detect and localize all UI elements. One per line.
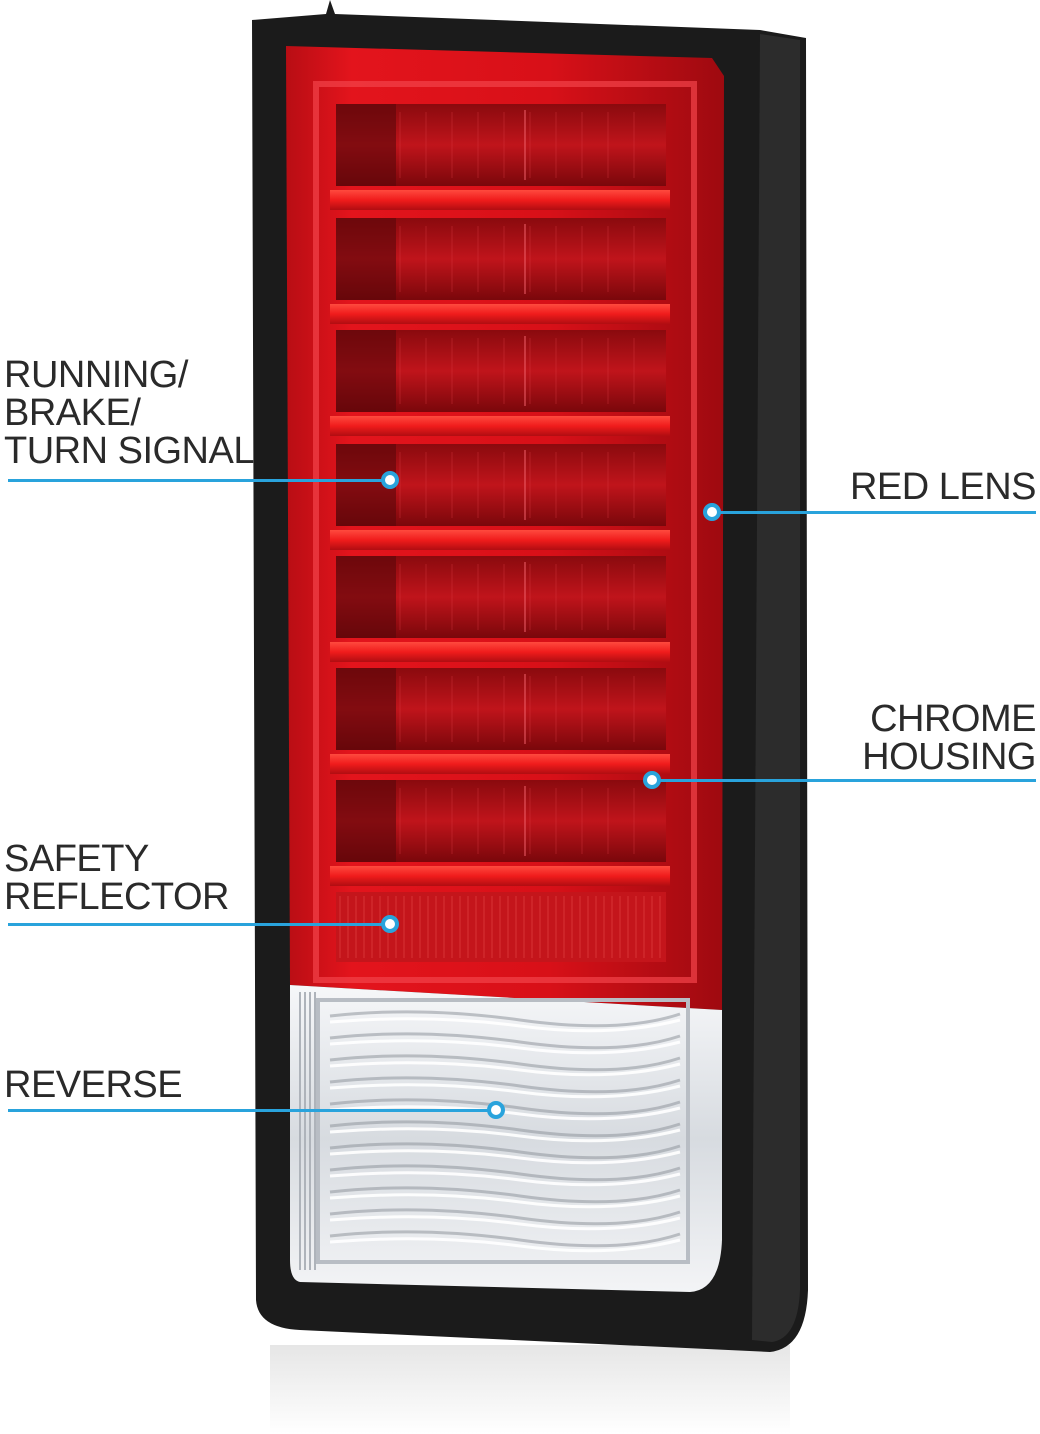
floor-reflection [270, 1345, 790, 1434]
reverse-ridge [329, 1076, 681, 1094]
reverse-highlight [329, 1083, 681, 1099]
callout-leader-chrome-housing [652, 779, 1036, 782]
reverse-highlight [329, 1127, 681, 1143]
reverse-highlight [329, 1237, 681, 1253]
light-bar [330, 642, 670, 662]
callout-marker-safety-reflector [381, 915, 399, 933]
led-module-shadow [336, 668, 396, 750]
callout-marker-chrome-housing [643, 771, 661, 789]
callout-label-red-lens: RED LENS [849, 466, 1037, 508]
reverse-highlight [329, 1193, 681, 1209]
callout-leader-running-brake-turn [8, 479, 390, 482]
reverse-ridge [329, 1010, 681, 1028]
callout-label-safety-reflector: SAFETY REFLECTOR [4, 838, 229, 918]
led-rows [330, 104, 670, 886]
reverse-ridge [329, 1120, 681, 1138]
reverse-ridge [329, 1186, 681, 1204]
reverse-highlight [329, 1061, 681, 1077]
led-module-shadow [336, 218, 396, 300]
led-module-shadow [336, 330, 396, 412]
callout-leader-red-lens [712, 511, 1036, 514]
callout-leader-safety-reflector [8, 923, 390, 926]
reverse-ridge [329, 1098, 681, 1116]
reflector-texture [339, 896, 661, 958]
callout-leader-reverse [8, 1109, 496, 1112]
reverse-texture [299, 992, 681, 1270]
reverse-highlight [329, 1215, 681, 1231]
reverse-ridge [329, 1164, 681, 1182]
housing-highlight [752, 34, 800, 1342]
reverse-highlight [329, 1017, 681, 1033]
reverse-ridge [329, 1032, 681, 1050]
callout-marker-red-lens [703, 503, 721, 521]
callout-marker-running-brake-turn [381, 471, 399, 489]
reverse-ridge [329, 1208, 681, 1226]
callout-label-running-brake-turn: RUNNING/ BRAKE/ TURN SIGNAL [4, 354, 254, 472]
inner-frame [313, 81, 697, 983]
reverse-ridge [329, 1054, 681, 1072]
callout-label-reverse: REVERSE [4, 1064, 183, 1106]
led-module-shadow [336, 780, 396, 862]
light-bar [330, 304, 670, 324]
led-module-shadow [336, 556, 396, 638]
light-bar [330, 754, 670, 774]
callout-label-chrome-housing: CHROME HOUSING [862, 698, 1036, 778]
light-bar [330, 416, 670, 436]
reverse-highlight [329, 1039, 681, 1055]
reverse-highlight [329, 1149, 681, 1165]
light-bar [330, 866, 670, 886]
reverse-ridge [329, 1230, 681, 1248]
reverse-highlight [329, 1171, 681, 1187]
reverse-ridge [329, 1142, 681, 1160]
light-bar [330, 190, 670, 210]
light-bar [330, 530, 670, 550]
reverse-inner [316, 998, 690, 1264]
reverse-highlight [329, 1105, 681, 1121]
led-module-shadow [336, 104, 396, 186]
callout-marker-reverse [487, 1101, 505, 1119]
